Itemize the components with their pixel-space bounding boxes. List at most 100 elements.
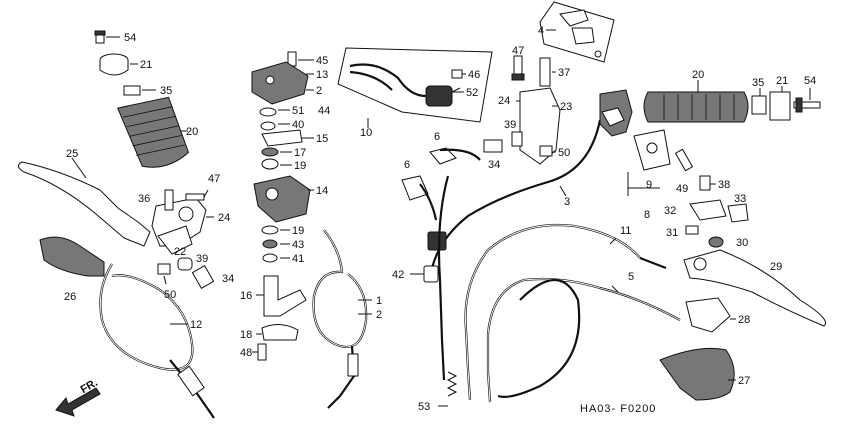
screw-46 xyxy=(451,69,466,79)
master-cylinder xyxy=(599,89,633,137)
callout-20-left: 20 xyxy=(186,126,198,138)
pivot-32 xyxy=(689,199,727,221)
nut-39-left xyxy=(177,257,193,271)
spring-17 xyxy=(261,147,292,157)
collar-50-left xyxy=(157,263,171,285)
bolt-34-right xyxy=(483,139,503,153)
nut-30 xyxy=(708,236,724,248)
nut-50-right xyxy=(539,145,556,157)
callout-4: 4 xyxy=(538,25,544,37)
spring-53 xyxy=(438,371,458,407)
callout-22: 22 xyxy=(174,246,186,258)
bolt-39-right xyxy=(511,131,523,147)
callout-21-right: 21 xyxy=(776,75,788,87)
callout-35-right: 35 xyxy=(752,77,764,89)
cable-5 xyxy=(486,277,681,403)
callout-36: 36 xyxy=(138,193,150,205)
clip-6-lower xyxy=(401,175,429,201)
callout-26: 26 xyxy=(64,291,76,303)
callout-11: 11 xyxy=(620,225,631,237)
callout-28: 28 xyxy=(738,314,750,326)
callout-49: 49 xyxy=(676,183,688,195)
callout-48: 48 xyxy=(240,347,252,359)
callout-33: 33 xyxy=(734,193,746,205)
dust-cover-26 xyxy=(39,236,105,277)
callout-2-upper: 2 xyxy=(316,85,322,97)
throttle-lever-16 xyxy=(256,275,307,317)
callout-14: 14 xyxy=(316,185,328,197)
bracket-box-4 xyxy=(539,1,615,63)
callout-39-left: 39 xyxy=(196,253,208,265)
clamp-18 xyxy=(256,324,299,341)
callout-42: 42 xyxy=(392,269,404,281)
clutch-cable-12 xyxy=(99,263,215,419)
callout-20-right: 20 xyxy=(692,69,704,81)
callout-6-lower: 6 xyxy=(404,159,410,171)
callout-27: 27 xyxy=(738,375,750,387)
callout-21-left: 21 xyxy=(140,59,152,71)
callout-37: 37 xyxy=(558,67,570,79)
front-direction-arrow-icon xyxy=(55,387,101,417)
brake-switch-wire-3 xyxy=(419,119,602,269)
callout-51: 51 xyxy=(292,105,304,117)
seal-40 xyxy=(260,121,290,131)
master-cylinder-holder-24-right xyxy=(516,87,561,165)
screw-45 xyxy=(287,51,314,67)
o-ring-19-lower xyxy=(261,225,290,235)
callout-17: 17 xyxy=(294,147,306,159)
collar-35-right xyxy=(751,88,767,115)
o-ring-19-upper xyxy=(261,158,292,170)
callout-40: 40 xyxy=(292,119,304,131)
callout-53: 53 xyxy=(418,401,430,413)
callout-31: 31 xyxy=(666,227,678,239)
screw-48 xyxy=(252,343,267,361)
screw-49 xyxy=(674,148,694,172)
switch-box-outline xyxy=(337,47,493,128)
dust-cover-27 xyxy=(659,347,736,401)
switch-assembly-10 xyxy=(349,63,461,107)
grip-end-bolt-54-right xyxy=(793,88,821,113)
diagram-code: HA03- F0200 xyxy=(580,403,656,415)
throttle-arm-15 xyxy=(261,129,314,147)
callout-43: 43 xyxy=(292,239,304,251)
pin-37 xyxy=(539,57,556,87)
callout-2-lower: 2 xyxy=(376,309,382,321)
callout-8: 8 xyxy=(644,209,650,221)
washer-51 xyxy=(259,107,290,117)
callout-50-right: 50 xyxy=(558,147,570,159)
callout-labels: 54 21 35 20 25 47 36 24 22 39 34 50 26 1… xyxy=(64,25,816,415)
callout-44: 44 xyxy=(318,105,330,117)
callout-46: 46 xyxy=(468,69,480,81)
screw-31 xyxy=(685,225,699,235)
callout-30: 30 xyxy=(736,237,748,249)
bolt-38 xyxy=(699,175,716,191)
bolt-47-right xyxy=(511,55,525,81)
callout-12: 12 xyxy=(190,319,202,331)
callout-10: 10 xyxy=(360,127,372,139)
brake-lever-29 xyxy=(683,249,826,327)
callout-3: 3 xyxy=(564,196,570,208)
grip-weight-21-right xyxy=(769,86,791,121)
connector-block xyxy=(427,231,447,251)
callout-34-left: 34 xyxy=(222,273,234,285)
holder-22 xyxy=(157,225,193,255)
callout-19-lower: 19 xyxy=(292,225,304,237)
washer-43 xyxy=(262,239,290,249)
callout-9: 9 xyxy=(646,179,652,191)
lever-holder-28 xyxy=(685,297,736,333)
callout-41: 41 xyxy=(292,253,304,265)
reservoir-cap-9 xyxy=(627,129,671,196)
callout-38: 38 xyxy=(718,179,730,191)
callout-45: 45 xyxy=(316,55,328,67)
callout-19-upper: 19 xyxy=(294,160,306,172)
callout-24-left: 24 xyxy=(218,212,230,224)
throttle-grip-20-right xyxy=(643,80,749,123)
callout-34-right: 34 xyxy=(488,159,500,171)
throttle-housing-cover-13 xyxy=(251,61,314,105)
callout-24-right: 24 xyxy=(498,95,510,107)
bolt-47-left xyxy=(185,189,209,201)
callout-35-left: 35 xyxy=(160,85,172,97)
callout-54-right: 54 xyxy=(804,75,816,87)
callout-23: 23 xyxy=(560,101,572,113)
